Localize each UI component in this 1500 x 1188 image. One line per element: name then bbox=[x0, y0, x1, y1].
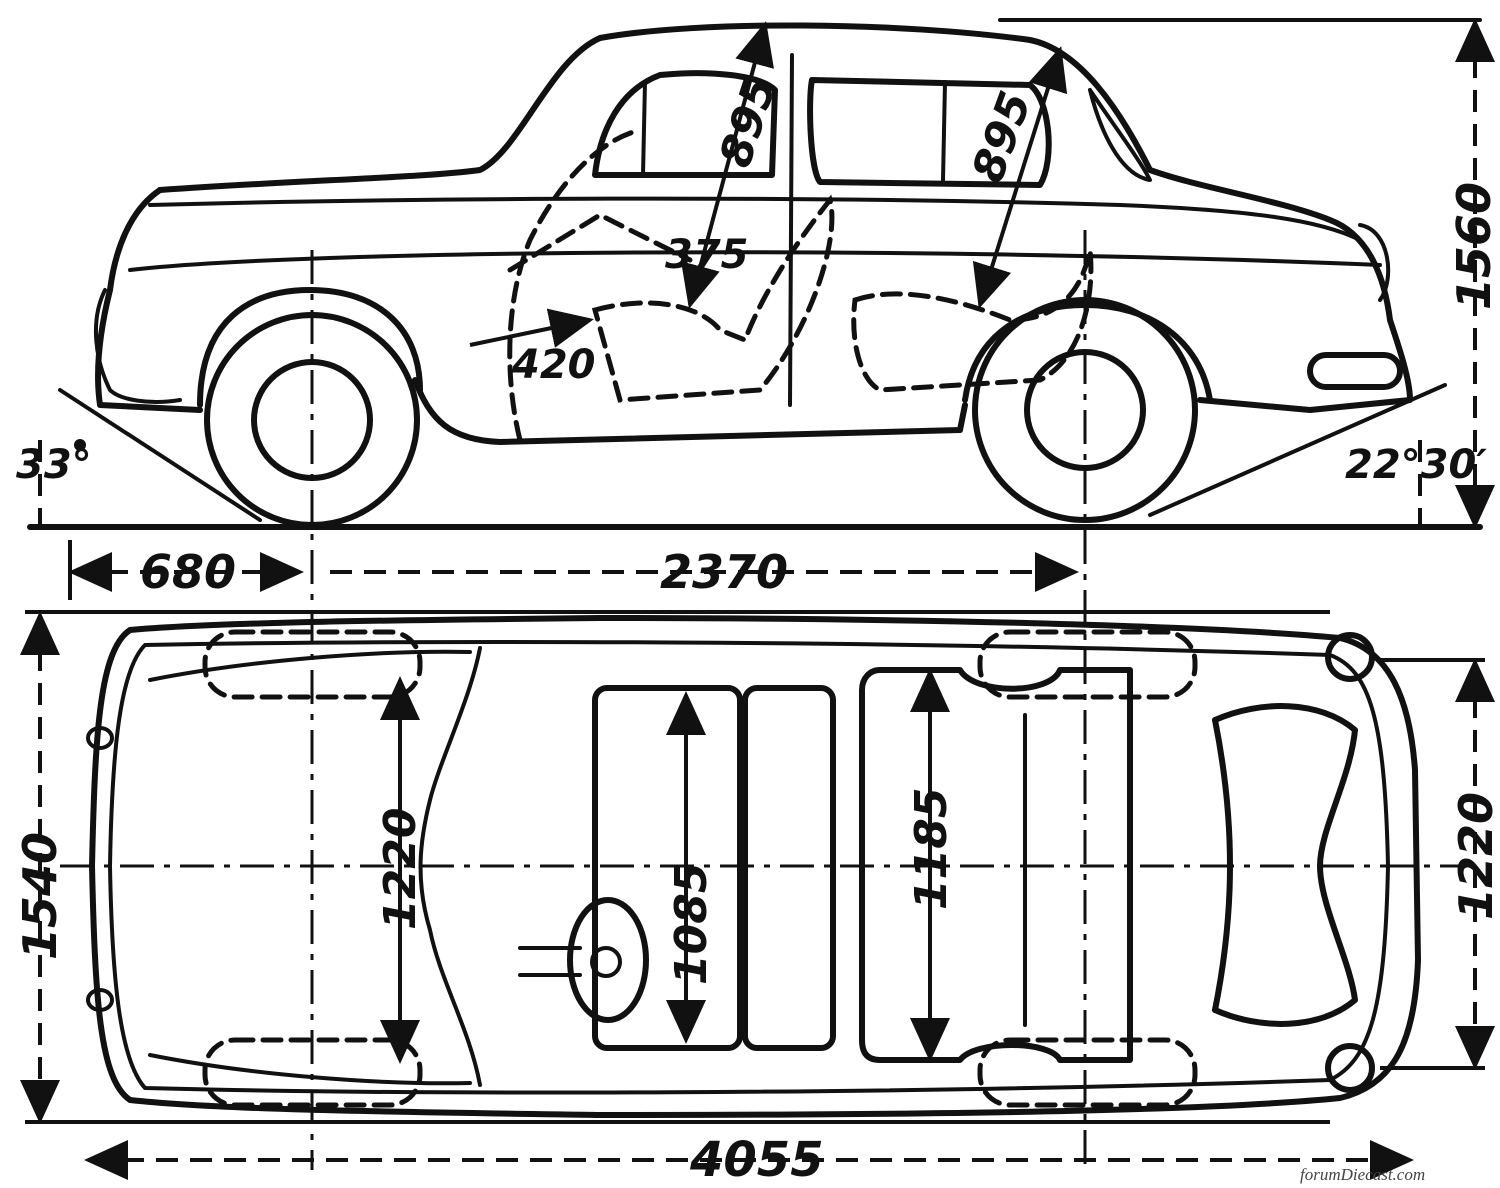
hood-front-line-lower bbox=[148, 1053, 472, 1086]
height-overall-label: 1560 bbox=[1447, 182, 1500, 310]
approach-angle-line bbox=[58, 388, 262, 522]
rear-lamp bbox=[1358, 223, 1391, 302]
lower-body-front bbox=[95, 187, 203, 413]
watermark: forumDiecast.com bbox=[1300, 1165, 1425, 1184]
front-overhang-label: 680 bbox=[140, 545, 236, 599]
rear-right-wheel-plan bbox=[977, 1037, 1198, 1108]
width-overall-label: 1540 bbox=[13, 832, 67, 960]
headroom-rear-label: 895 bbox=[962, 85, 1041, 189]
front-wheel-arch bbox=[197, 287, 423, 408]
body-plan-outline bbox=[89, 615, 1421, 1118]
rear-seat-outline bbox=[851, 249, 1094, 393]
front-bumper bbox=[94, 288, 182, 404]
rear-seat-width-label: 1185 bbox=[906, 788, 957, 910]
rear-right-lamp bbox=[1325, 1043, 1375, 1093]
headroom-rear-arrow bbox=[972, 46, 1068, 309]
hood-line bbox=[128, 250, 1382, 272]
seat-back-depth-label: 375 bbox=[665, 232, 749, 278]
front-right-wheel-plan bbox=[202, 1037, 423, 1108]
door-pillar bbox=[788, 53, 794, 407]
length-overall-label: 4055 bbox=[689, 1132, 824, 1188]
steering-hub bbox=[590, 946, 622, 978]
steering-wheel bbox=[567, 897, 649, 1023]
window-divider-front bbox=[641, 80, 647, 177]
departure-angle-line bbox=[1148, 383, 1447, 517]
front-seat-left bbox=[592, 685, 743, 1051]
window-divider-rear bbox=[941, 80, 947, 182]
track-rear-label: 1220 bbox=[1449, 792, 1500, 920]
rear-bumper bbox=[1307, 352, 1403, 390]
sill bbox=[412, 377, 968, 445]
side-view: 1560 895 895 375 420 33° 22°30′ 680 2370 bbox=[16, 18, 1500, 1170]
headroom-front-arrow bbox=[681, 21, 774, 309]
top-view: 1540 1220 1220 1085 1185 4055 bbox=[13, 610, 1500, 1188]
seat-height-label: 420 bbox=[511, 342, 596, 388]
front-seat-right bbox=[742, 685, 836, 1051]
rear-left-lamp bbox=[1325, 632, 1375, 682]
front-left-wheel-plan bbox=[202, 629, 423, 700]
rear-window-plan bbox=[1212, 703, 1358, 1027]
hood-front-line bbox=[148, 649, 472, 682]
track-front-label: 1220 bbox=[375, 808, 426, 930]
approach-point bbox=[74, 439, 86, 451]
beltline bbox=[148, 196, 1362, 242]
rear-quarter-window bbox=[1088, 88, 1152, 182]
body-outline bbox=[157, 22, 1413, 413]
steering-column bbox=[507, 212, 693, 273]
seat-height-arrow bbox=[469, 308, 594, 348]
approach-angle-label: 33° bbox=[16, 442, 92, 488]
front-door-line bbox=[507, 127, 643, 443]
wheelbase-label: 2370 bbox=[660, 545, 788, 599]
front-right-lamp bbox=[86, 988, 114, 1012]
front-left-lamp bbox=[86, 726, 114, 750]
windshield-outline bbox=[418, 646, 482, 1087]
front-seat-width-label: 1085 bbox=[666, 863, 717, 985]
departure-angle-label: 22°30′ bbox=[1345, 442, 1487, 488]
rear-left-wheel-plan bbox=[977, 629, 1198, 700]
